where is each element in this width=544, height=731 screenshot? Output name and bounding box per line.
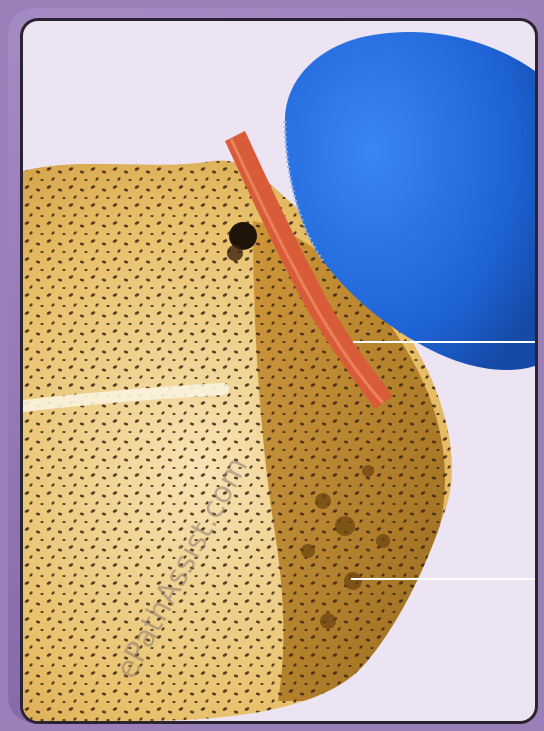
illustration-panel: ePathAssist.com (20, 18, 538, 724)
bone-illustration: ePathAssist.com (23, 21, 535, 721)
